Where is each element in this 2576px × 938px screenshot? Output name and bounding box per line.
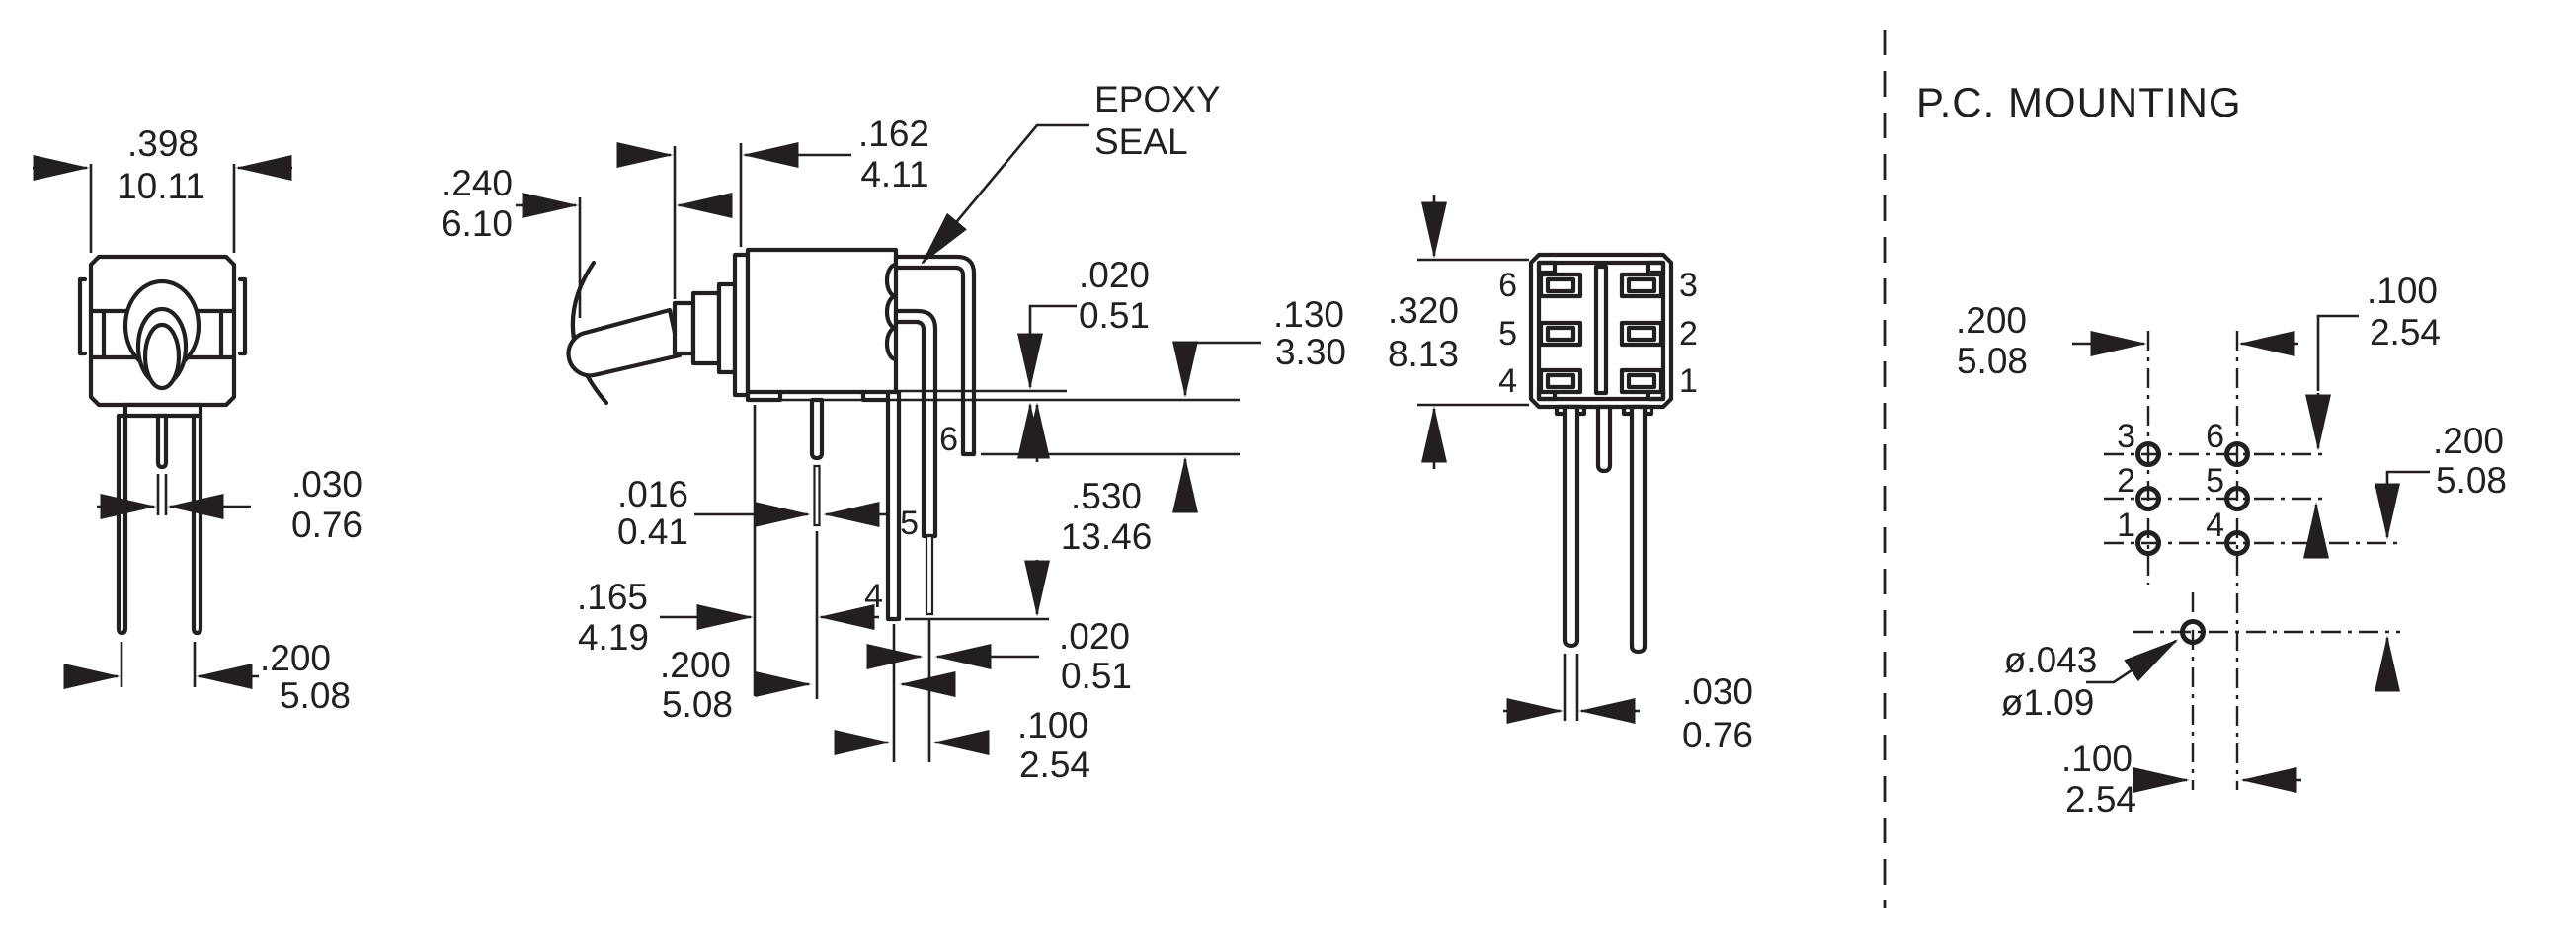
dim-pc-holedia-in: ø.043	[2004, 640, 2098, 680]
lever-swing-arc	[570, 260, 609, 406]
dim-pin6-protrusion-mm: 3.30	[1275, 332, 1346, 372]
dim-lever-mm: 6.10	[442, 203, 513, 244]
pc-hole-1	[2135, 530, 2161, 556]
dim-pc-colspacing-in: .200	[1956, 300, 2027, 341]
side-pin-label-5: 5	[900, 505, 919, 542]
dim-pinlength-in: .530	[1071, 476, 1142, 516]
epoxy-seal-edge	[884, 262, 899, 362]
dim-rowspacing-mm: 5.08	[662, 684, 733, 725]
dim-pc-locatorx-mm: 2.54	[2065, 779, 2136, 820]
pc-hole-2	[2135, 486, 2161, 511]
dim-front-pinwidth-mm: 0.76	[291, 505, 362, 545]
front-pin-right	[191, 413, 203, 636]
dim-bushing-in: .162	[858, 114, 929, 154]
rear-terminals	[1538, 272, 1664, 395]
dim-pc-locatoroffset-in: .200	[2433, 421, 2504, 461]
pc-mounting-title: P.C. MOUNTING	[1916, 79, 2242, 125]
rear-pin-left	[1562, 404, 1580, 649]
side-pin-label-6: 6	[939, 421, 958, 458]
bushing-step1	[672, 300, 696, 356]
dim-front-pinspacing-mm: 5.08	[280, 675, 351, 716]
bushing-flange	[716, 281, 738, 375]
dim-rear-height-in: .320	[1388, 290, 1459, 331]
pc-label-3: 3	[2117, 418, 2135, 455]
dim-pc-locatorx-in: .100	[2061, 739, 2133, 779]
pc-hole-5	[2224, 486, 2250, 511]
pc-locator-hole	[2180, 619, 2206, 645]
dim-front-width-in: .398	[127, 123, 199, 164]
dim-pinlength-mm: 13.46	[1061, 516, 1153, 557]
rear-label-3: 3	[1679, 267, 1698, 304]
dim-front-width-mm: 10.11	[117, 166, 205, 206]
dim-pc-rowspacing-mm: 2.54	[2370, 312, 2441, 352]
dim-rear-height-mm: 8.13	[1388, 334, 1459, 374]
toggle-lever	[566, 307, 683, 378]
dim-rear-pinwidth-in: .030	[1682, 671, 1753, 712]
side-body	[745, 247, 899, 395]
dim-standoff-mm: 0.51	[1079, 295, 1150, 336]
pc-hole-4	[2224, 530, 2250, 556]
dim-standoff-in: .020	[1079, 255, 1150, 295]
epoxy-seal-label-2: SEAL	[1094, 121, 1188, 162]
dim-bracketpin-mm: 0.41	[617, 511, 688, 552]
dim-bracketoffset-mm: 4.19	[578, 617, 649, 658]
pc-hole-3	[2135, 441, 2161, 467]
dim-pc-locatoroffset-mm: 5.08	[2436, 460, 2507, 501]
dim-pc-rowspacing-in: .100	[2367, 271, 2438, 311]
side-pin-5	[893, 308, 938, 539]
dim-bushing-mm: 4.11	[860, 154, 928, 195]
dim-rear-pinwidth-mm: 0.76	[1682, 715, 1753, 755]
dim-pc-colspacing-mm: 5.08	[1957, 341, 2028, 381]
rear-label-1: 1	[1679, 362, 1698, 400]
dim-rowpitch-mm: 2.54	[1019, 744, 1090, 785]
rear-label-5: 5	[1498, 315, 1517, 352]
rear-view: 6 5 4 3 2 1 .320 8.13 .030 0.76	[1388, 195, 1753, 755]
dim-rowspacing-in: .200	[660, 645, 731, 685]
rear-center-slot	[1593, 264, 1609, 396]
dim-front-pinspacing-in: .200	[260, 638, 331, 678]
epoxy-seal-label-1: EPOXY	[1094, 79, 1221, 119]
bracket-pin-tip	[813, 464, 821, 527]
pc-label-6: 6	[2206, 418, 2224, 455]
dim-pc-holedia-mm: ø1.09	[2001, 682, 2095, 723]
dim-bracketpin-in: .016	[617, 474, 688, 514]
rear-pin-right	[1629, 404, 1648, 655]
rear-label-6: 6	[1498, 267, 1517, 304]
pc-label-4: 4	[2206, 507, 2224, 544]
pc-label-5: 5	[2206, 462, 2224, 500]
dim-rowpitch-in: .100	[1017, 705, 1088, 745]
side-pin-label-4: 4	[864, 578, 883, 615]
rear-label-4: 4	[1498, 362, 1517, 400]
dim-bracketoffset-in: .165	[577, 577, 648, 617]
front-toggle-inner	[142, 322, 182, 391]
dim-lever-in: .240	[442, 163, 513, 203]
pc-holedia-leader	[2086, 639, 2179, 684]
front-body-tabs	[77, 276, 248, 356]
epoxy-seal-leader	[921, 123, 1089, 265]
pc-label-1: 1	[2117, 507, 2135, 544]
front-pin-left	[116, 413, 128, 636]
dim-front-pinwidth-in: .030	[291, 464, 362, 505]
side-pin-5-tip	[925, 534, 934, 616]
pc-hole-6	[2224, 441, 2250, 467]
bracket-pin	[809, 397, 825, 461]
bushing-step2	[690, 290, 722, 366]
dim-pin6-protrusion-in: .130	[1273, 294, 1344, 335]
pc-mounting-view: P.C. MOUNTING 3 2 1 6 5 4 .200 5.08 .100…	[1916, 79, 2507, 820]
front-view: .398 10.11 .030 0.76 .200 5.08	[33, 123, 362, 716]
side-view: .240 6.10 .162 4.11 EPOXY SEAL .020 0.51…	[442, 79, 1346, 785]
dim-pin5tip-in: .020	[1059, 616, 1130, 657]
rear-label-2: 2	[1679, 315, 1698, 352]
side-pin-4	[885, 389, 902, 622]
dim-pin5tip-mm: 0.51	[1061, 656, 1132, 696]
front-pin-middle	[155, 413, 169, 470]
rear-pin-middle	[1595, 404, 1613, 474]
pc-label-2: 2	[2117, 462, 2135, 500]
